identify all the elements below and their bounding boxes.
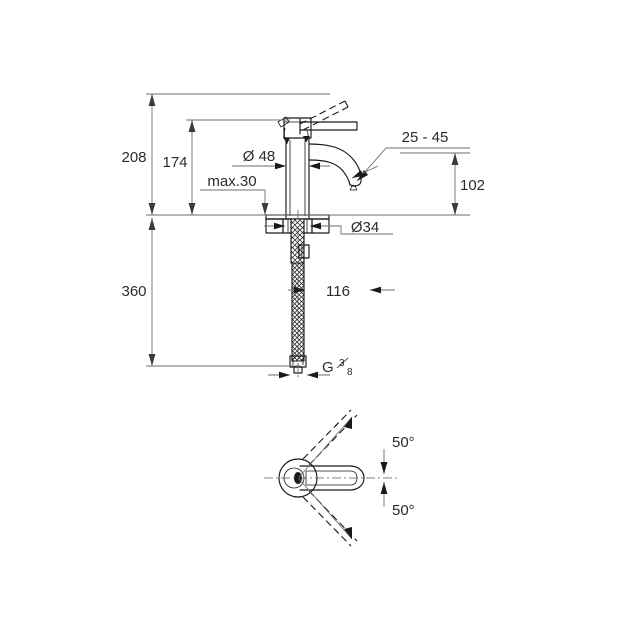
- dim-208-label: 208: [121, 149, 146, 166]
- dimension-116: 116: [288, 283, 395, 300]
- dim-g38-letter: G: [322, 359, 334, 376]
- dimension-diameter-48: Ø 48: [232, 148, 330, 170]
- lever-handle: [299, 118, 358, 135]
- dimension-208: 208: [121, 93, 330, 215]
- handle-cap: [283, 117, 312, 139]
- g38-connector-nut: [289, 355, 307, 374]
- dimension-g38: G 3 8: [268, 357, 353, 379]
- dimension-diameter-34: Ø34: [264, 219, 393, 236]
- front-elevation-view: [265, 100, 362, 380]
- dimension-102: 102: [400, 152, 485, 215]
- dim-max30-label: max.30: [207, 173, 256, 190]
- angle-lower-label: 50°: [392, 502, 415, 519]
- angle-upper-leader: 50°: [298, 416, 415, 478]
- dim-102-label: 102: [460, 177, 485, 194]
- dimension-max30: max.30: [200, 173, 269, 215]
- dimension-174: 174: [162, 119, 290, 215]
- spout: [308, 143, 362, 191]
- dim-d48-label: Ø 48: [243, 148, 276, 165]
- dimension-360: 360: [121, 218, 300, 367]
- dimension-25-45: 25 - 45: [351, 129, 470, 182]
- dim-116-label: 116: [326, 283, 350, 300]
- dim-25-45-label: 25 - 45: [402, 129, 449, 146]
- dim-g38-denominator: 8: [347, 367, 353, 378]
- dim-360-label: 360: [121, 283, 146, 300]
- plan-spout: [299, 465, 365, 491]
- angle-upper-label: 50°: [392, 434, 415, 451]
- dim-d34-label: Ø34: [351, 219, 379, 236]
- top-plan-view: 50° 50°: [264, 409, 415, 547]
- faucet-body-cylinder: [285, 137, 310, 219]
- lever-handle-raised-position: [299, 100, 349, 131]
- angle-lower-leader: 50°: [298, 478, 415, 540]
- dim-174-label: 174: [162, 154, 187, 171]
